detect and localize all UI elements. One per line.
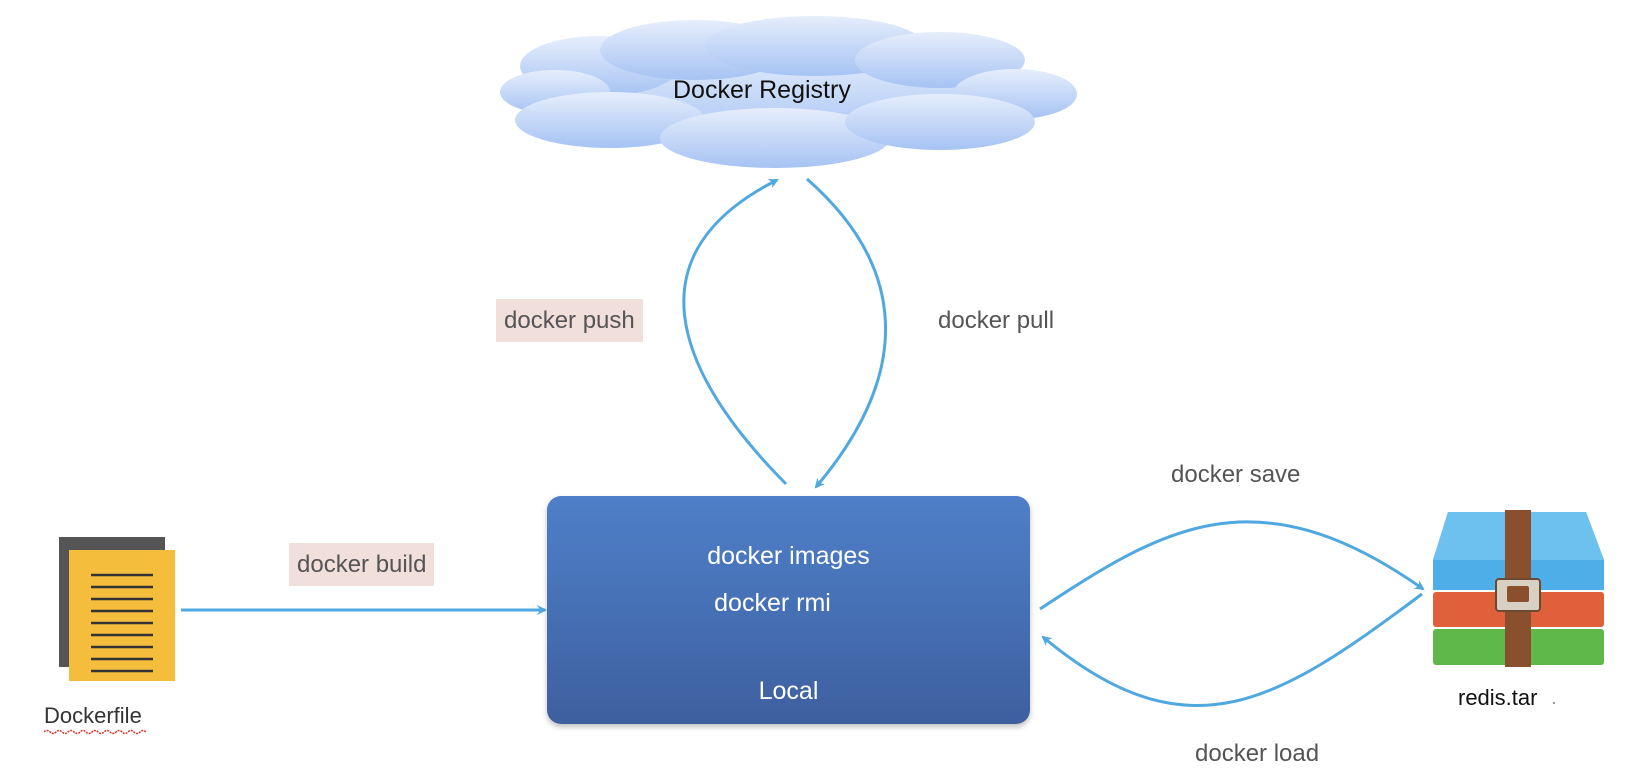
save-arrow xyxy=(1039,520,1425,611)
caption-dot xyxy=(1553,702,1555,704)
cloud-icon xyxy=(500,16,1077,168)
spellcheck-underline xyxy=(44,729,147,735)
archive-icon xyxy=(1433,510,1604,667)
save-label: docker save xyxy=(1171,461,1301,488)
local-caption: Local xyxy=(758,677,819,705)
load-label: docker load xyxy=(1195,740,1320,767)
document-icon xyxy=(59,537,175,681)
dockerfile-caption: Dockerfile xyxy=(44,703,142,728)
build-label: docker build xyxy=(289,543,435,586)
registry-title: Docker Registry xyxy=(673,76,851,104)
archive-caption: redis.tar xyxy=(1458,685,1538,710)
push-label: docker push xyxy=(496,299,643,342)
push-arrow xyxy=(682,178,788,486)
local-images-box: docker images docker rmi Local xyxy=(547,496,1030,724)
load-arrow xyxy=(1041,592,1423,707)
local-images-command: docker images xyxy=(707,542,870,570)
pull-arrow xyxy=(806,177,887,489)
local-rmi-command: docker rmi xyxy=(714,589,831,617)
pull-label: docker pull xyxy=(938,307,1055,334)
